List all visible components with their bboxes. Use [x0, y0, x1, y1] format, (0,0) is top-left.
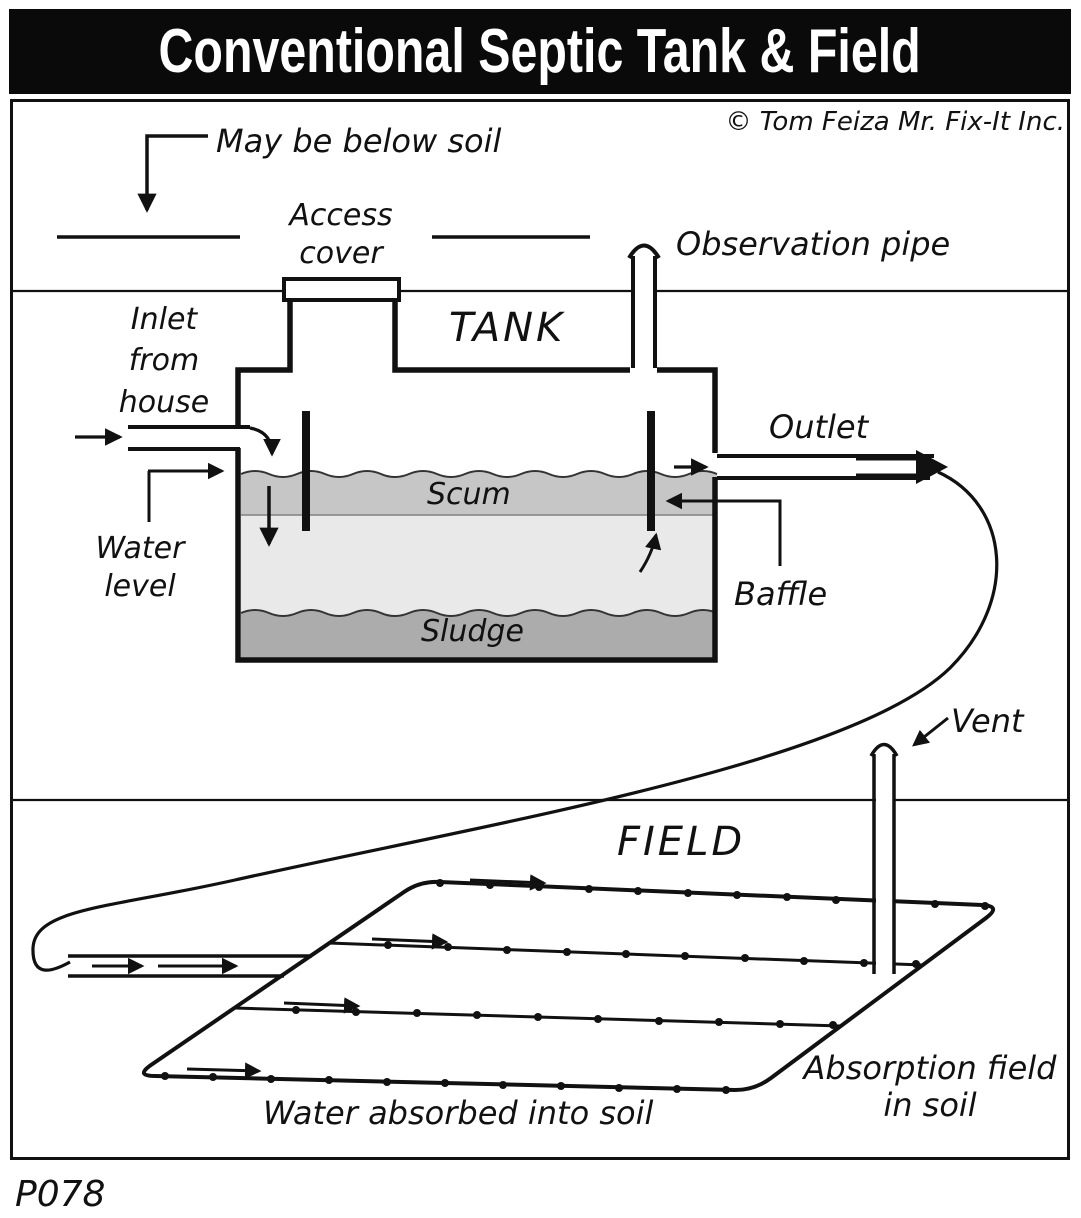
vent-pipe-walls	[872, 754, 896, 974]
diagram-border	[10, 99, 1070, 1160]
water-surface-line	[240, 470, 718, 478]
title-bar: Conventional Septic Tank & Field	[9, 9, 1071, 94]
vent-pointer-arrow	[912, 716, 949, 747]
vent-pipe	[869, 716, 949, 974]
copyright-notice: © Tom Feiza Mr. Fix-It Inc.	[725, 107, 1066, 137]
label-may-be-below-soil: May be below soil	[216, 122, 502, 160]
water-level-marker	[147, 462, 225, 522]
sludge-top-line	[240, 609, 718, 617]
inlet-pipe	[75, 425, 281, 457]
vent-pipe-body	[876, 752, 893, 974]
label-scum: Scum	[427, 477, 511, 512]
outlet-flow-lines	[856, 457, 918, 477]
tank-contents	[240, 470, 718, 658]
field-inlet-walls	[68, 954, 312, 978]
field-loop-outline	[142, 879, 995, 1093]
drawing-code: P078	[15, 1174, 106, 1215]
label-water-level: Water level	[95, 531, 185, 604]
inlet-pipe-walls	[128, 425, 250, 451]
outlet-pipe	[674, 450, 948, 484]
field-flow-arrows	[186, 874, 547, 1079]
below-soil-pointer-arrow	[137, 134, 208, 213]
page-title: Conventional Septic Tank & Field	[158, 17, 922, 86]
baffle-plates	[302, 411, 655, 531]
label-water-absorbed: Water absorbed into soil	[263, 1094, 654, 1132]
outlet-flow-arrowhead	[916, 450, 948, 484]
outlet-pipe-walls	[717, 454, 934, 480]
rising-flow-arrow	[638, 532, 662, 573]
label-vent: Vent	[951, 702, 1024, 740]
vent-pipe-cap	[869, 742, 899, 757]
label-baffle: Baffle	[734, 575, 828, 613]
observation-pipe-body	[635, 256, 653, 368]
tank-outline	[235, 300, 718, 663]
scum-fill	[241, 471, 717, 515]
observation-pipe-cap	[627, 243, 661, 260]
observation-pipe-walls	[631, 256, 657, 368]
field-inlet-pipe	[68, 954, 312, 978]
sludge-fill	[241, 610, 717, 658]
label-outlet: Outlet	[769, 408, 869, 446]
septic-tank	[235, 243, 718, 663]
label-observation-pipe: Observation pipe	[676, 225, 951, 263]
baffle-pointer-arrow	[665, 492, 782, 566]
inlet-drop-arrow	[249, 426, 281, 457]
label-tank: TANK	[449, 305, 566, 351]
label-access-cover: Access cover	[289, 198, 393, 271]
absorption-field	[68, 874, 995, 1094]
liquid-fill	[241, 514, 717, 616]
access-cover-lid	[282, 277, 401, 302]
tank-to-field-pipe-curve	[31, 470, 999, 972]
label-sludge: Sludge	[421, 614, 524, 649]
label-inlet-from-house: Inlet from house	[118, 302, 210, 420]
label-absorption-field: Absorption field in soil	[803, 1049, 1057, 1124]
label-field: FIELD	[617, 819, 746, 865]
